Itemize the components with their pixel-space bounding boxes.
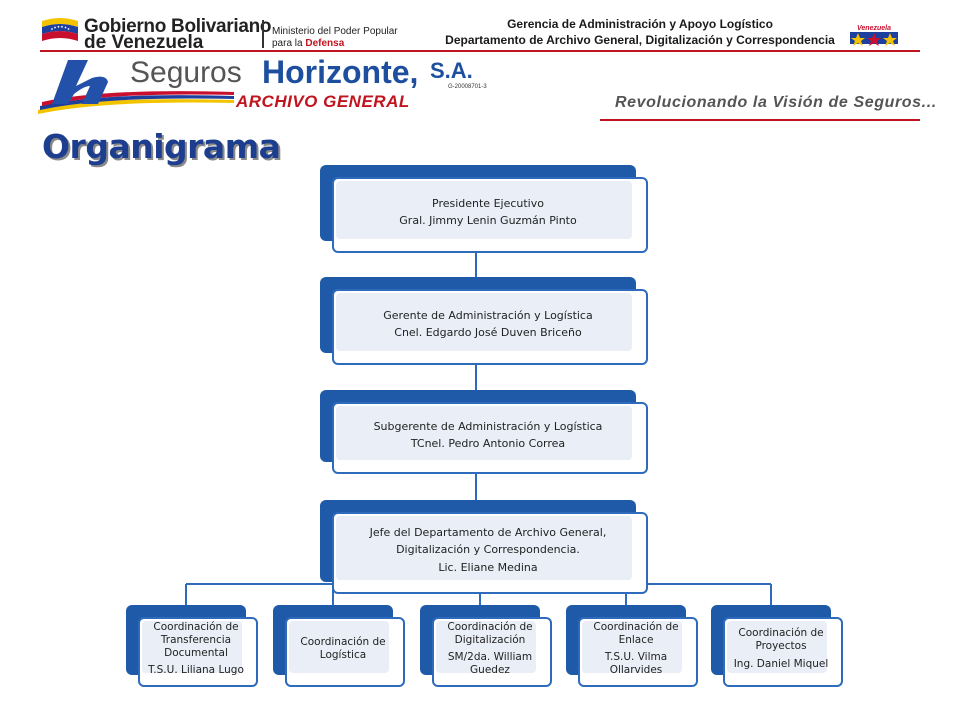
node-box (332, 402, 648, 474)
node-line: TCnel. Pedro Antonio Correa (410, 437, 566, 450)
slogan-rule (600, 119, 920, 121)
node-fill (336, 516, 632, 580)
node-fill (336, 293, 632, 351)
header-line-1: Gerencia de Administración y Apoyo Logís… (507, 17, 773, 31)
horizonte-logo-icon (38, 60, 234, 114)
node-fill (336, 181, 632, 239)
header-line-2: Departamento de Archivo General, Digital… (445, 33, 835, 47)
node-fill (727, 621, 827, 673)
node-fill (582, 621, 682, 673)
node-box (432, 617, 552, 687)
node-fill (142, 621, 242, 673)
node-box (332, 512, 648, 594)
brand-seguros: Seguros (130, 56, 242, 89)
brand-sa: S.A. (430, 58, 473, 83)
coordination-person: T.S.U. Vilma Ollarvides (604, 651, 668, 677)
node-line: Presidente Ejecutivo (432, 196, 544, 210)
node-line: Gerente de Administración y Logística (383, 308, 593, 322)
node-text: Coordinación de Logística (285, 617, 401, 681)
slogan: Revolucionando la Visión de Seguros... (615, 94, 937, 111)
gov-line-1: Gobierno Bolivariano (84, 16, 272, 37)
node-text: Subgerente de Administración y Logística… (332, 402, 644, 468)
node-line: Jefe del Departamento de Archivo General… (369, 526, 607, 540)
coordination-person: Ing. Daniel Miquel (733, 657, 829, 670)
coordination-person: T.S.U. Liliana Lugo (148, 664, 244, 677)
node-box (332, 177, 648, 253)
node-line: Lic. Eliane Medina (438, 560, 538, 574)
node-box (578, 617, 698, 687)
node-box (285, 617, 405, 687)
coordination-title: Coordinación de Digitalización (447, 620, 533, 646)
node-line: Subgerente de Administración y Logística (373, 419, 603, 433)
archivo-general-label: ARCHIVO GENERAL (236, 92, 410, 111)
page-title: Organigrama (42, 127, 281, 166)
node-line: Digitalización y Correspondencia. (396, 543, 580, 557)
brand-rif: G-20008701-3 (448, 84, 487, 90)
ministry-line-2: para la Defensa (272, 38, 345, 49)
header-separator (262, 20, 264, 48)
coordination-title: Coordinación de Proyectos (738, 627, 824, 653)
coordination-person: SM/2da. William Guedez (447, 651, 533, 677)
node-box (723, 617, 843, 687)
node-text: Coordinación de Transferencia Documental… (138, 617, 254, 681)
node-fill (436, 621, 536, 673)
coordination-title: Coordinación de Logística (300, 635, 386, 661)
node-fill (336, 406, 632, 460)
venezuela-stars-logo-icon: Venezuela (846, 22, 902, 48)
node-line: Gral. Jimmy Lenin Guzmán Pinto (399, 214, 577, 227)
node-box (332, 289, 648, 365)
ministry-line-1: Ministerio del Poder Popular (272, 26, 398, 37)
svg-text:Venezuela: Venezuela (857, 25, 891, 32)
brand-horizonte: Horizonte, (262, 54, 419, 90)
node-box (138, 617, 258, 687)
header-rule (40, 50, 920, 52)
venezuela-flag-icon (42, 18, 78, 41)
node-line: Cnel. Edgardo José Duven Briceño (394, 326, 582, 339)
coordination-title: Coordinación de Transferencia Documental (153, 620, 239, 659)
gov-line-2: de Venezuela (84, 32, 204, 53)
node-text: Jefe del Departamento de Archivo General… (332, 512, 644, 588)
coordination-title: Coordinación de Enlace (593, 620, 679, 646)
node-fill (289, 621, 389, 673)
